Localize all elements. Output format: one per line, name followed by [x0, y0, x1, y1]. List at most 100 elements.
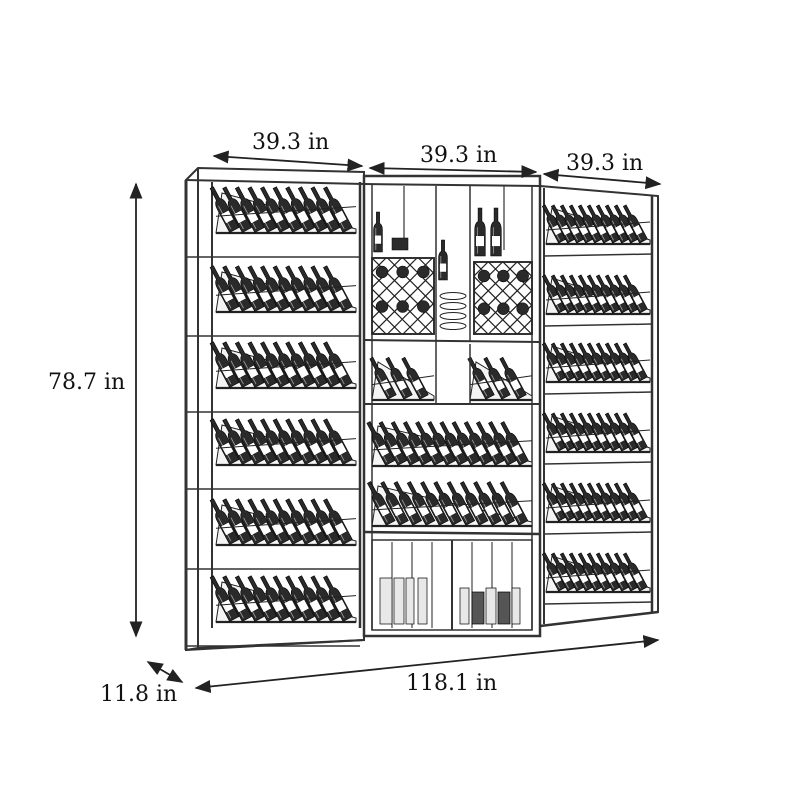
- bottle-body: [541, 274, 567, 314]
- bottle-body: [622, 412, 648, 452]
- bottle-shine: [548, 220, 560, 241]
- bottle-body: [451, 421, 481, 466]
- shelf-row: [541, 412, 651, 454]
- bottle-shine: [414, 499, 428, 523]
- shelf-row: [369, 356, 435, 402]
- bottle-shine: [293, 205, 307, 230]
- bottle-body: [550, 552, 576, 592]
- wine-bottle: [222, 341, 252, 388]
- bottle-body: [260, 341, 290, 388]
- shelf-row: [209, 418, 357, 467]
- wine-bottle: [433, 481, 462, 526]
- bottle-shine: [255, 284, 269, 309]
- wine-bottle: [559, 552, 585, 592]
- bottle-label: [379, 378, 392, 392]
- bottle-label: [411, 378, 424, 392]
- bottle-shine: [593, 290, 605, 311]
- wine-bottle: [260, 186, 290, 233]
- wine-bottle: [260, 341, 290, 388]
- bottle-label: [632, 572, 644, 584]
- wine-bottle: [483, 356, 511, 400]
- bottle-body: [490, 207, 502, 257]
- bottle-shine: [575, 358, 587, 379]
- bottle-body: [209, 418, 240, 465]
- bottle-body: [568, 274, 594, 314]
- retaining-rod: [545, 291, 651, 301]
- bottle-shine: [575, 220, 587, 241]
- depth-arrow: [146, 661, 184, 683]
- bottle-shine: [293, 594, 307, 619]
- retaining-rod: [215, 438, 357, 449]
- wine-bottle: [272, 575, 303, 622]
- bottle-shine: [566, 428, 578, 449]
- bottle-label: [308, 598, 323, 613]
- shelf-row: [209, 575, 357, 624]
- bottle-label: [462, 443, 475, 458]
- bottle-shine: [230, 360, 244, 385]
- bottle-body: [393, 481, 423, 526]
- bottle-shine: [281, 205, 295, 230]
- bottle-shine: [218, 205, 232, 230]
- bottle-body: [247, 186, 278, 233]
- bottle-body: [595, 204, 621, 244]
- bottle-shine: [268, 284, 282, 309]
- bottle-shine: [318, 517, 332, 542]
- bottle-body: [550, 342, 576, 382]
- bottle-shine: [548, 358, 560, 379]
- left-unit-width-arrow: [212, 150, 364, 172]
- wine-bottle: [439, 421, 468, 466]
- book: [459, 587, 470, 625]
- bottle-shine: [255, 205, 269, 230]
- bottle-body: [310, 186, 341, 233]
- bottle-shine: [398, 439, 412, 463]
- wine-bottle: [310, 418, 341, 465]
- bottle-body: [622, 342, 648, 382]
- bottle-label: [401, 443, 414, 458]
- bottle-shine: [401, 499, 415, 523]
- bottle-body: [595, 552, 621, 592]
- bottle-label: [477, 378, 490, 392]
- bottle-shine: [548, 290, 560, 311]
- bottle-end: [497, 269, 510, 283]
- lattice-line: [474, 319, 489, 334]
- bottle-shine: [584, 568, 596, 589]
- wine-bottle: [622, 274, 648, 314]
- bottle-body: [474, 207, 486, 257]
- bottle-shine: [331, 437, 345, 462]
- bottle-shine: [281, 437, 295, 462]
- lattice-line: [488, 289, 532, 334]
- wine-bottle: [393, 481, 423, 526]
- bottle-shine: [230, 205, 244, 230]
- bottle-body: [260, 575, 290, 622]
- bottle-body: [406, 481, 436, 526]
- bottle-shine: [230, 594, 244, 619]
- bottle-body: [559, 552, 585, 592]
- bottle-body: [433, 481, 462, 526]
- bottle-body: [595, 482, 621, 522]
- bottle-body: [285, 186, 315, 233]
- bottle-label: [475, 235, 485, 247]
- bottle-end: [497, 302, 510, 315]
- wine-bottle: [622, 552, 648, 592]
- bottle-shine: [318, 594, 332, 619]
- shelf-row: [209, 341, 357, 390]
- bottle-body: [310, 575, 341, 622]
- right-unit: [539, 184, 659, 628]
- bottle-body: [604, 552, 630, 592]
- bottle-shine: [268, 360, 282, 385]
- bottle-body: [622, 482, 648, 522]
- shelf-row: [541, 274, 651, 316]
- wine-bottle: [595, 204, 621, 244]
- bottle-body: [541, 482, 567, 522]
- bottle-label: [308, 441, 323, 456]
- bottle-label: [283, 364, 297, 379]
- wine-bottle: [586, 274, 612, 314]
- wine-bottle: [222, 186, 252, 233]
- wine-bottle: [285, 575, 315, 622]
- bottle-body: [222, 265, 252, 312]
- wine-bottle: [577, 342, 603, 382]
- book: [393, 577, 405, 625]
- book: [417, 577, 428, 625]
- retaining-rod: [545, 569, 651, 579]
